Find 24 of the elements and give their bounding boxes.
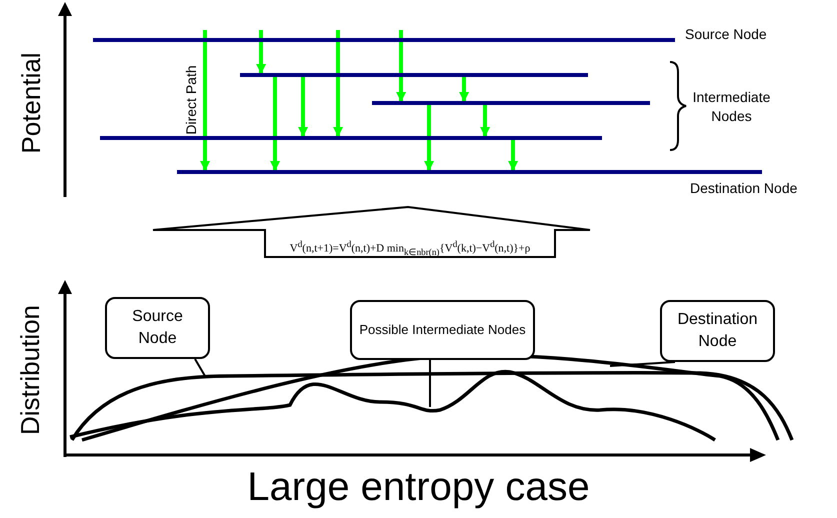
leader-line — [429, 360, 431, 407]
callout-bubble: Possible Intermediate Nodes — [350, 300, 535, 360]
arrow — [480, 105, 490, 137]
node-label: Source Node — [685, 26, 767, 42]
arrow — [424, 105, 434, 171]
formula: V$^{d}$(n,t+1)=V$^{d}$(n,t)+D min$_{k∈nbr(n)}${V$^{d}$(k,t)−V$^{d}$(n,t)}+ρ — [288, 238, 532, 256]
arrow — [270, 77, 280, 171]
arrow — [333, 30, 343, 137]
edge-label: Direct Path — [183, 64, 200, 137]
axis-title: Distribution — [15, 304, 46, 438]
leader-line — [610, 361, 676, 367]
arrow — [298, 77, 308, 137]
callout-bubble: Source Node — [105, 297, 210, 359]
leader-line — [194, 358, 206, 376]
bracket-label: Intermediate Nodes — [692, 88, 772, 126]
arrow — [396, 30, 406, 102]
axis-title: Potential — [16, 51, 47, 156]
arrow — [508, 140, 518, 171]
caption: Large entropy case — [246, 465, 591, 510]
arrow — [459, 77, 469, 102]
node-label: Destination Node — [690, 180, 798, 196]
arrow — [200, 30, 210, 171]
callout-bubble: Destination Node — [660, 300, 775, 362]
arrow — [256, 30, 266, 74]
